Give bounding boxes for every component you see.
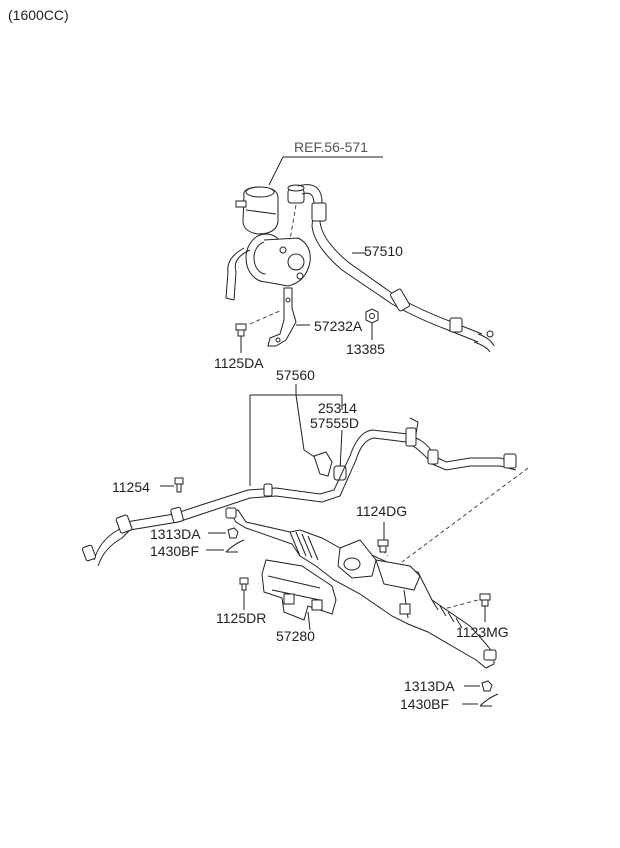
- part-11254-label[interactable]: 11254: [112, 479, 150, 495]
- bolt-1124dg-icon: [377, 522, 389, 553]
- bolt-11254-icon: [160, 477, 184, 493]
- part-57555d-label[interactable]: 57555D: [310, 415, 360, 431]
- nut-13385-icon: [365, 308, 379, 324]
- leaders-upper: [240, 252, 373, 353]
- nut-1313da-b-icon: [464, 680, 493, 692]
- fitting-icon: [287, 184, 305, 241]
- part-1430bf-a-label[interactable]: 1430BF: [150, 543, 200, 559]
- rack-icon: [225, 507, 497, 669]
- part-57280-label[interactable]: 57280: [276, 628, 315, 644]
- bolt-1123mg-icon: [479, 593, 491, 622]
- part-1125dr-label[interactable]: 1125DR: [216, 610, 267, 626]
- variant-label: (1600CC): [8, 7, 69, 23]
- reservoir-icon: [235, 186, 279, 235]
- part-13385-label[interactable]: 13385: [346, 341, 385, 357]
- part-1313da-a-label[interactable]: 1313DA: [150, 526, 201, 542]
- part-1123mg-label[interactable]: 1123MG: [456, 624, 509, 640]
- part-1313da-b-label[interactable]: 1313DA: [404, 678, 455, 694]
- part-57232a-label[interactable]: 57232A: [314, 318, 363, 334]
- part-1430bf-b-label[interactable]: 1430BF: [400, 696, 450, 712]
- bolt-1125da-icon: [235, 323, 247, 337]
- pin-1430bf-a-icon: [206, 539, 245, 553]
- return-pipe-icon: [81, 417, 517, 567]
- part-1125da-label[interactable]: 1125DA: [214, 355, 264, 371]
- hose-57510-icon: [297, 184, 495, 353]
- clamp-57555d-icon: [333, 465, 347, 481]
- bracket-57232a-icon: [249, 287, 297, 347]
- clamp-25314-icon: [313, 451, 333, 477]
- part-1124dg-label[interactable]: 1124DG: [356, 503, 408, 519]
- bolt-1125dr-icon: [239, 577, 249, 610]
- pin-1430bf-b-icon: [462, 693, 499, 707]
- ref-label[interactable]: REF.56-571: [294, 139, 368, 155]
- pump-icon: [225, 233, 311, 301]
- part-25314-label[interactable]: 25314: [318, 400, 357, 416]
- nut-1313da-a-icon: [208, 527, 239, 539]
- cover-57280-icon: [261, 559, 337, 631]
- ref-leader: [268, 156, 383, 186]
- part-57510-label[interactable]: 57510: [364, 243, 403, 259]
- part-57560-label[interactable]: 57560: [276, 367, 315, 383]
